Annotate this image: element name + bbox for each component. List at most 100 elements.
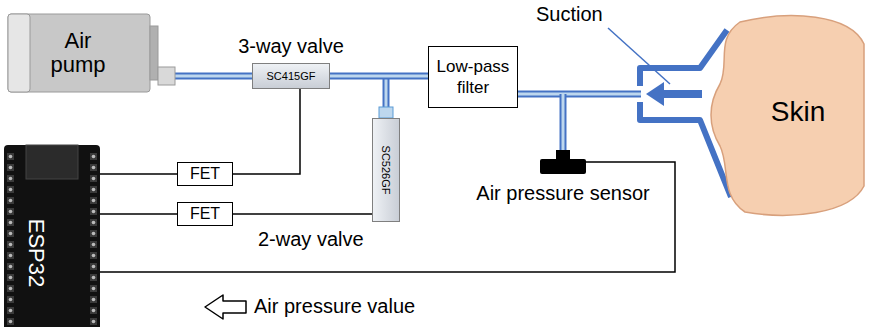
tube-branch bbox=[560, 94, 567, 151]
pin bbox=[90, 219, 97, 226]
callout-label: Suction bbox=[536, 3, 603, 26]
pin bbox=[90, 197, 97, 204]
skin-label: Skin bbox=[771, 96, 825, 128]
air-tube bbox=[175, 76, 252, 77]
wire bbox=[100, 173, 177, 175]
pin-hole bbox=[9, 210, 13, 214]
pin bbox=[7, 197, 14, 204]
skin: Skin bbox=[700, 14, 866, 219]
sensor-body bbox=[540, 159, 586, 174]
pin-hole bbox=[92, 254, 96, 258]
tube-core bbox=[175, 75, 252, 78]
part-number: SC415GF bbox=[267, 70, 316, 82]
shape-outline bbox=[4, 145, 100, 327]
tube-core bbox=[518, 93, 641, 96]
pin-hole bbox=[92, 155, 96, 159]
pin-hole bbox=[9, 177, 13, 181]
signal-wire bbox=[233, 214, 372, 215]
pin bbox=[7, 285, 14, 292]
fet-label: FET bbox=[190, 165, 220, 183]
pin bbox=[90, 263, 97, 270]
hollow-arrow bbox=[205, 295, 246, 319]
pin-hole bbox=[9, 254, 13, 258]
signal-wire bbox=[100, 214, 177, 215]
pin-hole bbox=[9, 243, 13, 247]
pin bbox=[7, 307, 14, 314]
signal-label: Air pressure value bbox=[254, 295, 415, 318]
pump-nozzle bbox=[158, 67, 175, 85]
pump-cap bbox=[8, 14, 30, 92]
pin-hole bbox=[9, 155, 13, 159]
suction-cup bbox=[640, 30, 727, 86]
pin-hole bbox=[92, 298, 96, 302]
pin bbox=[90, 230, 97, 237]
pin bbox=[90, 274, 97, 281]
pin bbox=[90, 186, 97, 193]
pin-hole bbox=[92, 232, 96, 236]
pin-hole bbox=[9, 221, 13, 225]
pin-hole bbox=[92, 276, 96, 280]
pin-hole bbox=[92, 188, 96, 192]
pin bbox=[7, 219, 14, 226]
three-way-valve: 3-way valveSC415GF bbox=[252, 63, 330, 89]
pin-hole bbox=[9, 309, 13, 313]
leader-line bbox=[608, 28, 670, 84]
wire bbox=[233, 213, 372, 215]
pin bbox=[7, 274, 14, 281]
pin bbox=[90, 307, 97, 314]
pin bbox=[7, 263, 14, 270]
pin bbox=[90, 285, 97, 292]
board-label: ESP32 bbox=[23, 219, 49, 288]
pin bbox=[90, 208, 97, 215]
fet-label: FET bbox=[190, 205, 220, 223]
pin bbox=[90, 175, 97, 182]
esp32-board: ESP32 bbox=[4, 145, 100, 327]
sensor-neck bbox=[556, 150, 570, 159]
tube-wall bbox=[175, 73, 252, 80]
pin-hole bbox=[92, 177, 96, 181]
pin-hole bbox=[92, 166, 96, 170]
filter-box: Low-pass filter bbox=[428, 46, 518, 108]
pin bbox=[7, 318, 14, 325]
pin-hole bbox=[92, 287, 96, 291]
pin bbox=[7, 252, 14, 259]
pin bbox=[7, 241, 14, 248]
pin-hole bbox=[92, 221, 96, 225]
pin-hole bbox=[9, 199, 13, 203]
pin-hole bbox=[92, 309, 96, 313]
air-pump: Air pump bbox=[8, 14, 175, 92]
valve-heading: 3-way valve bbox=[238, 35, 344, 58]
suction-arrowhead bbox=[646, 82, 664, 106]
signal-wire bbox=[100, 174, 177, 175]
pin-hole bbox=[9, 287, 13, 291]
sensor-heading: Air pressure sensor bbox=[476, 182, 649, 205]
two-way-valve: SC526GF bbox=[372, 118, 400, 222]
pin-hole bbox=[9, 232, 13, 236]
fet-box: FET bbox=[177, 162, 233, 186]
fet-box: FET bbox=[177, 202, 233, 226]
tube-wall bbox=[330, 73, 428, 80]
pin bbox=[7, 164, 14, 171]
pin-hole bbox=[9, 188, 13, 192]
wire bbox=[100, 213, 177, 215]
pin bbox=[7, 230, 14, 237]
pin bbox=[7, 186, 14, 193]
pump-label: Air pump bbox=[42, 29, 114, 77]
pin bbox=[90, 241, 97, 248]
board bbox=[4, 145, 100, 327]
pump-body bbox=[8, 14, 150, 92]
pin-hole bbox=[92, 210, 96, 214]
pin-hole bbox=[9, 298, 13, 302]
antenna bbox=[26, 145, 78, 179]
tube bbox=[518, 91, 641, 98]
pin bbox=[7, 296, 14, 303]
shape-outline bbox=[540, 150, 586, 174]
signal-wire bbox=[233, 89, 300, 174]
skin-shape bbox=[711, 16, 864, 216]
pin bbox=[7, 153, 14, 160]
filter-label: Low-pass filter bbox=[433, 56, 513, 99]
part-name: 2-way valve bbox=[258, 228, 364, 251]
pin bbox=[90, 164, 97, 171]
pin-hole bbox=[92, 199, 96, 203]
